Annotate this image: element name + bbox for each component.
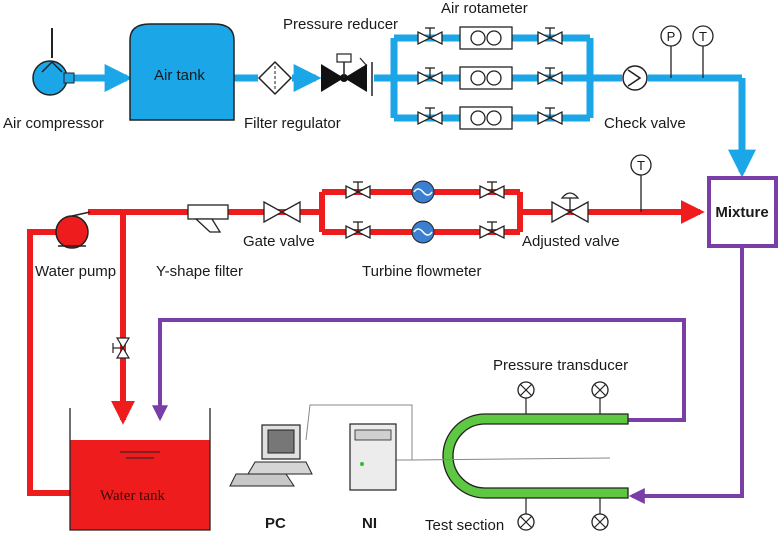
rotameter-icon: [459, 66, 513, 90]
adjusted-valve-label: Adjusted valve: [522, 233, 620, 250]
pressure-reducer-icon: [321, 53, 373, 96]
temperature-gauge-label: T: [699, 29, 707, 44]
flowmeter-row: [345, 180, 505, 204]
check-valve-label: Check valve: [604, 115, 686, 132]
gate-valve-label: Gate valve: [243, 233, 315, 250]
water-temperature-gauge-label: T: [637, 158, 645, 173]
signal-wires: [305, 404, 413, 461]
bypass-valve-icon: [112, 337, 131, 359]
water-temperature-gauge-icon: [630, 154, 652, 212]
valve-icon: [345, 221, 371, 240]
air-tank: [129, 23, 235, 121]
pressure-transducer: [517, 381, 535, 414]
adjusted-valve-icon: [551, 192, 589, 224]
filter-regulator-icon: [257, 60, 293, 96]
pressure-gauge-label: P: [667, 29, 676, 44]
water-tank-label: Water tank: [100, 488, 166, 504]
water-pump-icon: [55, 211, 91, 249]
test-section-label: Test section: [425, 517, 504, 534]
valve-icon: [479, 221, 505, 240]
valve-icon: [537, 67, 563, 86]
valve-icon: [345, 181, 371, 200]
pc-icon: [229, 424, 313, 487]
temperature-gauge-icon: [692, 25, 714, 78]
pressure-transducer: [591, 498, 609, 531]
rotameter-row: [417, 66, 563, 90]
valve-icon: [417, 27, 443, 46]
mixture-line: [152, 248, 744, 504]
air-compressor: [32, 28, 75, 96]
rotameter-icon: [459, 26, 513, 50]
ni-icon: [349, 423, 397, 491]
mixture-label: Mixture: [715, 204, 768, 221]
ni-label: NI: [362, 515, 377, 532]
valve-icon: [537, 27, 563, 46]
rotameter-row: [417, 106, 563, 130]
pressure-reducer-label: Pressure reducer: [283, 16, 398, 33]
pressure-gauge-icon: [660, 25, 682, 78]
pressure-transducer: [591, 381, 609, 414]
rotameter-icon: [459, 106, 513, 130]
valve-icon: [537, 107, 563, 126]
y-shape-filter-icon: [187, 204, 229, 233]
gate-valve-icon: [263, 200, 301, 224]
mixture-box: [707, 176, 778, 248]
turbine-flowmeter-icon: [411, 220, 435, 244]
check-valve-icon: [622, 65, 648, 91]
rotameter-row: [417, 26, 563, 50]
air-rotameter-label: Air rotameter: [441, 0, 528, 17]
y-shape-filter-label: Y-shape filter: [156, 263, 243, 280]
flowmeter-row: [345, 220, 505, 244]
water-tank: [69, 408, 211, 531]
test-section: [411, 413, 629, 499]
air-tank-label: Air tank: [154, 67, 205, 84]
valve-icon: [417, 107, 443, 126]
valve-icon: [479, 181, 505, 200]
filter-regulator-label: Filter regulator: [244, 115, 341, 132]
turbine-flowmeter-icon: [411, 180, 435, 204]
valve-icon: [417, 67, 443, 86]
water-pump-label: Water pump: [35, 263, 116, 280]
pressure-transducer: [517, 498, 535, 531]
air-compressor-label: Air compressor: [3, 115, 104, 132]
pc-label: PC: [265, 515, 286, 532]
pressure-transducer-label: Pressure transducer: [493, 357, 628, 374]
turbine-flowmeter-label: Turbine flowmeter: [362, 263, 482, 280]
